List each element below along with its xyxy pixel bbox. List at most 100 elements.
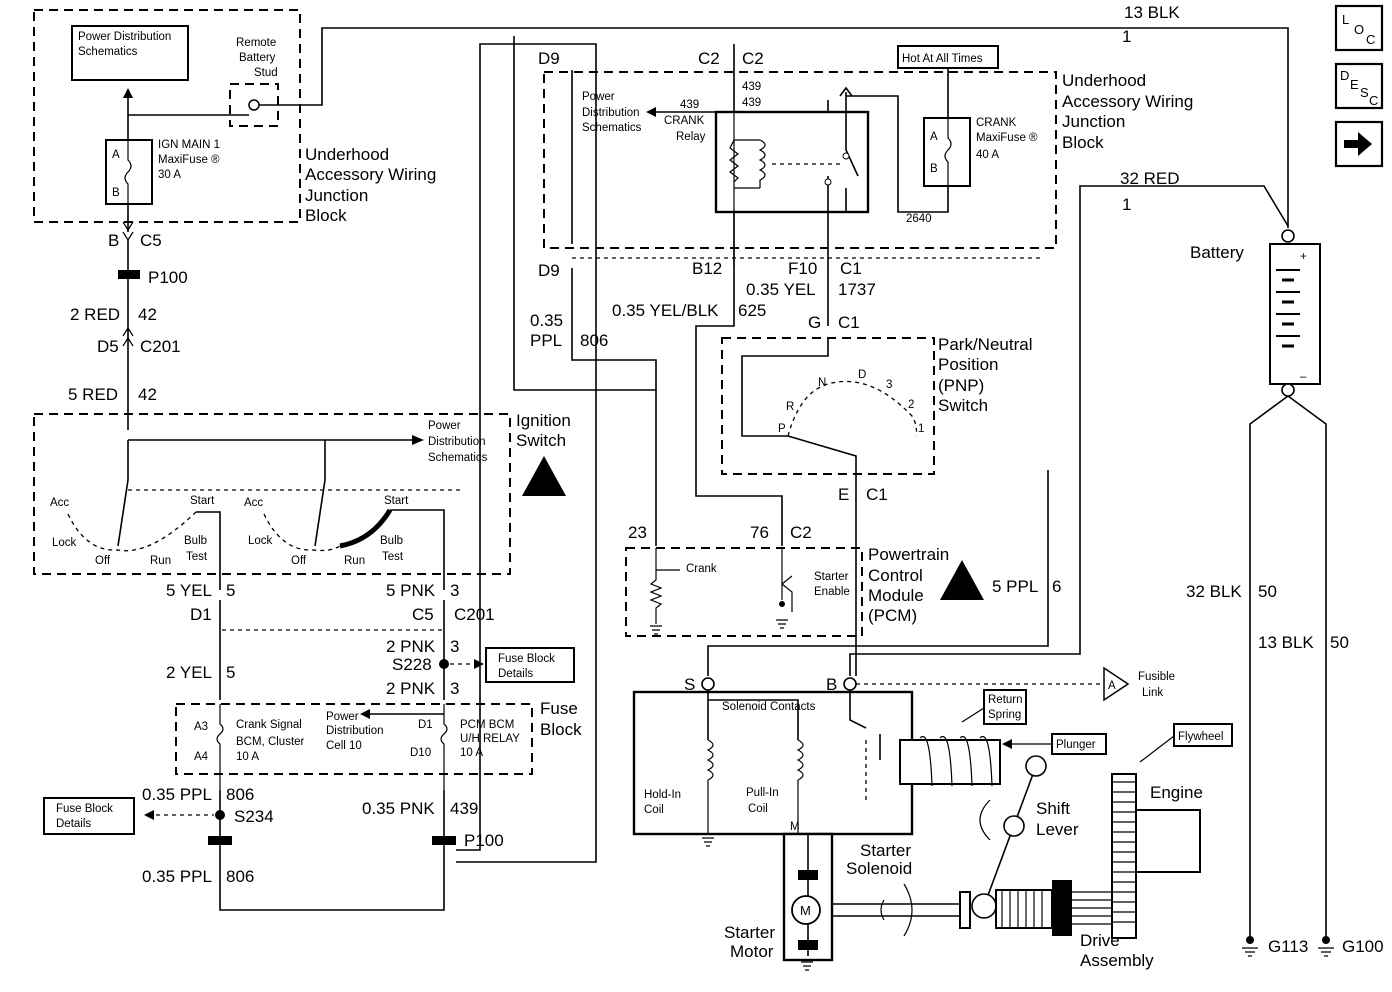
svg-text:Motor: Motor [730,942,774,961]
wire-yelblk: 0.35 YEL/BLK [612,301,719,320]
right-arrow-icon [1344,132,1372,156]
conn-c1c: C1 [866,485,888,504]
shaft-rotation-icon [880,883,913,937]
fuse-block-details-button-1[interactable] [485,647,575,683]
desc-letter-c: C [1369,93,1378,108]
relay-contact-1 [842,152,850,160]
pnp-switch-label: Park/Neutral Position (PNP) Switch [938,335,1032,415]
desc-button[interactable]: D E S C [1334,62,1384,110]
svg-text:Off: Off [95,555,111,567]
svg-text:Hold-In: Hold-In [644,789,681,801]
loc-button[interactable]: L O C [1334,4,1384,52]
ignition-switch-outline [33,413,511,575]
motor-terminal-label: M [790,821,800,833]
pnk439-return-wire [456,43,597,863]
conn-c201a: C201 [140,337,181,356]
conn-pin76: 76 [750,523,769,542]
svg-text:Relay: Relay [676,131,706,143]
pnp-switch-outline [721,337,935,475]
wire-red2: 2 RED [70,305,120,324]
remote-stud-terminal [248,99,260,111]
svg-text:Block: Block [540,720,582,739]
p100-connector-icon [118,270,140,279]
pds-box [71,25,189,81]
fuse-details-arrow-icon-2 [144,810,154,820]
terminal-b-label: B [826,675,837,694]
svg-text:Plunger: Plunger [1056,739,1096,751]
connector-c201-icon [122,326,134,347]
conn-p100a: P100 [148,268,188,287]
wire-ppl-d9-cav: 806 [580,331,608,350]
wire-red5: 5 RED [68,385,118,404]
pnp-positions: P R N D 3 2 1 [778,369,924,435]
svg-text:Start: Start [384,495,409,507]
svg-text:Junction: Junction [1062,112,1125,131]
relay-coil-icon [758,139,766,188]
pd-cell-arrow-icon [360,709,370,719]
fbd2-line2: Details [56,818,91,830]
svg-text:P: P [778,423,786,435]
svg-text:Distribution: Distribution [428,436,486,448]
svg-text:(PCM): (PCM) [868,606,917,625]
svg-text:N: N [818,377,826,389]
crank-fuse-pin-a: A [930,131,938,143]
ignition-switch-label: Ignition Switch [516,411,571,450]
svg-text:Lever: Lever [1036,820,1079,839]
terminal-s[interactable] [701,677,715,691]
pds-box-line1: Power Distribution [78,31,171,43]
engine-box [1135,809,1201,873]
ign-main-fuse [105,139,153,205]
wire-red32-cav: 1 [1122,195,1131,214]
svg-text:(PNP): (PNP) [938,376,984,395]
svg-text:Crank Signal: Crank Signal [236,719,302,731]
plunger-arrow-icon [1002,739,1012,749]
conn-f10: F10 [788,259,817,278]
starter-solenoid-box [632,690,914,836]
wire-yel035: 0.35 YEL [746,280,816,299]
ign-pds-label: Power Distribution Schematics [428,420,488,464]
ground-g113-icon [1242,947,1258,957]
svg-text:Acc: Acc [50,497,69,509]
pds-relay-label: Power Distribution Schematics [582,91,642,134]
svg-text:Assembly: Assembly [1080,951,1154,970]
motor-ground-icon [801,961,813,971]
desc-letter-s: S [1360,85,1369,100]
wire-pnk035-cav: 439 [450,799,478,818]
svg-text:Ignition: Ignition [516,411,571,430]
svg-text:Flywheel: Flywheel [1178,731,1223,743]
terminal-b[interactable] [843,677,857,691]
wire-pnk5: 5 PNK [386,581,436,600]
svg-text:Junction: Junction [305,186,368,205]
fuse-block-details-button-2[interactable] [43,797,135,835]
wire-439c: 439 [680,99,699,111]
next-button[interactable] [1334,120,1384,168]
svg-text:Acc: Acc [244,497,263,509]
ign-left-start-wire [196,511,221,590]
battery-negative-terminal[interactable] [1281,383,1295,397]
pcm-transistor-icon [781,548,793,612]
loc-letter-o: O [1354,22,1364,37]
pnp-arc [787,380,918,437]
fuse-pin-a4: A4 [194,751,209,763]
ign-right-start-wire [390,509,445,590]
svg-text:Off: Off [291,555,307,567]
svg-text:2: 2 [908,399,914,411]
svg-text:Coil: Coil [748,803,768,815]
wire-top-blk-cav: 1 [1122,27,1131,46]
hold-in-coil-icon [706,739,714,834]
fbd1-line2: Details [498,668,533,680]
svg-text:Block: Block [1062,133,1104,152]
battery-positive-terminal[interactable] [1281,229,1295,243]
remote-stud-label: Remote Battery Stud [236,37,278,79]
svg-text:MaxiFuse ®: MaxiFuse ® [976,132,1038,144]
wire-yelblk-cav: 625 [738,301,766,320]
battery-label: Battery [1190,243,1244,262]
pcm-relay-fuse-icon [440,704,448,790]
svg-text:Hot At All Times: Hot At All Times [902,53,983,65]
ign-right-arm [314,440,326,547]
svg-text:Start: Start [190,495,215,507]
uawjb-left-label: Underhood Accessory Wiring Junction Bloc… [305,145,436,225]
pcm-ground-icon-1 [650,625,662,635]
svg-text:Powertrain: Powertrain [868,545,949,564]
conn-b: B [108,231,119,250]
